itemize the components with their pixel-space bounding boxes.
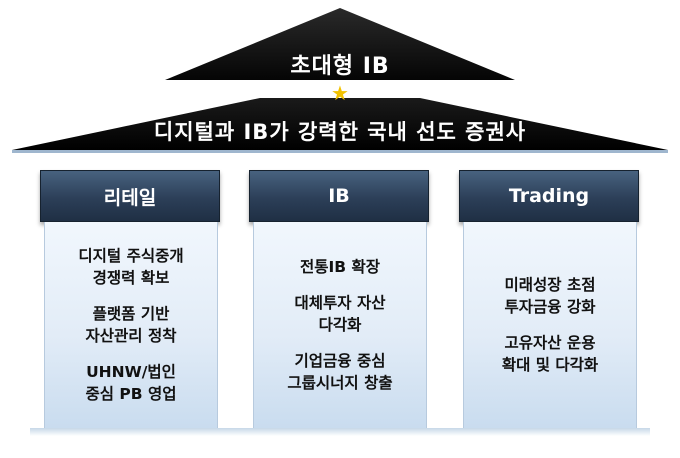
pillar-item: 전통IB 확장 <box>300 256 380 278</box>
pillar-item-line: 기업금융 중심 <box>294 352 386 370</box>
pillar-item-line: 고유자산 운용 <box>504 334 596 352</box>
pillar-ib-body: 전통IB 확장 대체투자 자산 다각화 기업금융 중심 그룹시너지 창출 <box>253 222 427 428</box>
pillar-item-line: 자산관리 정착 <box>85 327 177 345</box>
pillar-item: 디지털 주식중개 경쟁력 확보 <box>78 245 183 289</box>
pillar-item-line: 전통IB 확장 <box>299 258 381 276</box>
pillar-retail-body: 디지털 주식중개 경쟁력 확보 플랫폼 기반 자산관리 정착 UHNW/법인 중… <box>44 222 218 428</box>
pillar-item-line: 그룹시너지 창출 <box>287 374 393 392</box>
roof-title: 초대형 IB <box>290 54 390 79</box>
roof-peak <box>165 8 515 80</box>
pillar-item-line: 디지털 주식중개 <box>78 247 184 265</box>
pillar-trading-header: Trading <box>459 170 639 222</box>
pillar-retail-header: 리테일 <box>40 170 220 222</box>
pillar-ib-header: IB <box>249 170 429 222</box>
roof-eave <box>12 98 668 150</box>
pillar-item-line: UHNW/법인 <box>86 363 176 381</box>
pillar-item-line: 대체투자 자산 <box>294 294 386 312</box>
foundation-base <box>30 428 650 436</box>
roof-underline <box>12 150 668 153</box>
pillar-item: UHNW/법인 중심 PB 영업 <box>85 361 176 405</box>
pillar-item: 미래성장 초점 투자금융 강화 <box>505 274 596 318</box>
star-icon: ★ <box>331 81 349 105</box>
pillar-item-line: 확대 및 다각화 <box>501 356 599 374</box>
pillar-item: 대체투자 자산 다각화 <box>295 292 386 336</box>
pillar-trading-body: 미래성장 초점 투자금융 강화 고유자산 운용 확대 및 다각화 <box>463 222 637 428</box>
pillar-item-line: 투자금융 강화 <box>504 298 596 316</box>
roof-subtitle: 디지털과 IB가 강력한 국내 선도 증권사 <box>153 120 527 144</box>
pillar-item-line: 미래성장 초점 <box>504 276 596 294</box>
pillar-item-line: 다각화 <box>318 316 362 334</box>
roof <box>12 8 668 153</box>
pillar-item-line: 플랫폼 기반 <box>92 305 170 323</box>
pillar-item: 기업금융 중심 그룹시너지 창출 <box>287 350 392 394</box>
pillar-item-line: 중심 PB 영업 <box>85 385 177 403</box>
pillar-item: 플랫폼 기반 자산관리 정착 <box>86 303 177 347</box>
pillar-item: 고유자산 운용 확대 및 다각화 <box>502 332 598 376</box>
pillar-item-line: 경쟁력 확보 <box>92 269 170 287</box>
